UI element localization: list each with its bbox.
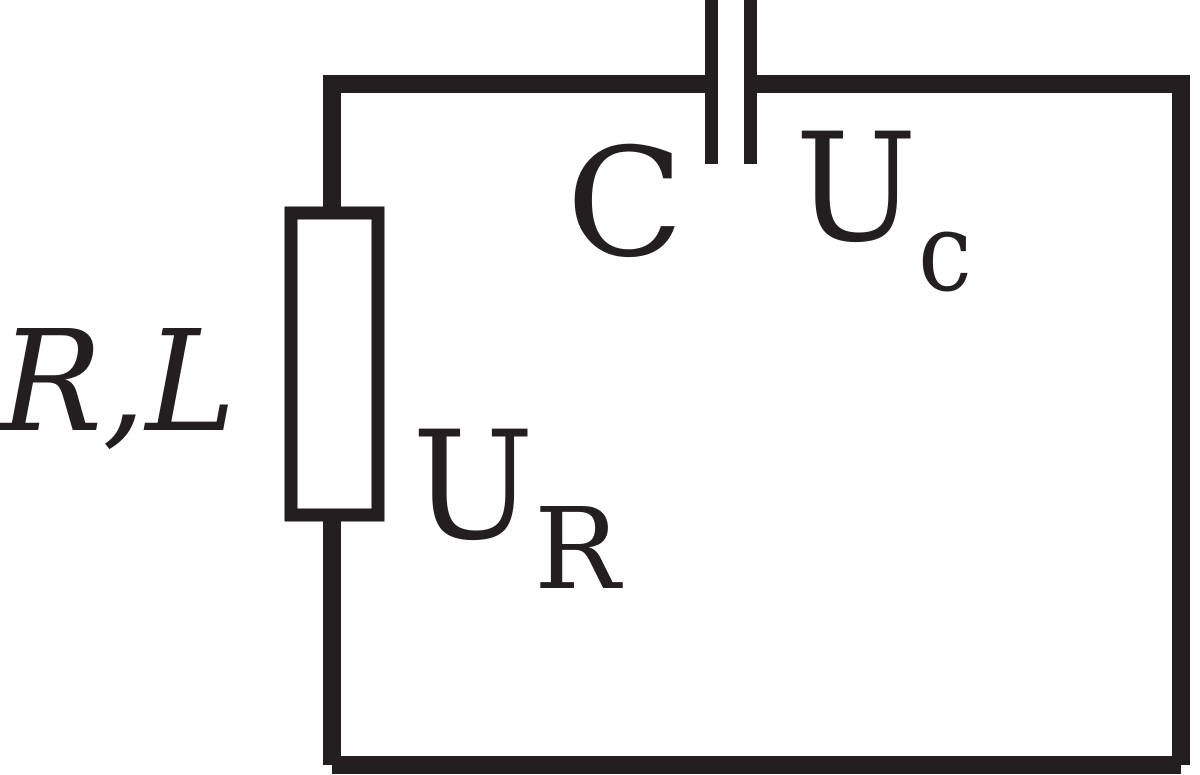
voltage-c-main-label: U xyxy=(795,102,917,276)
voltage-r-main-label: U xyxy=(412,400,534,574)
voltage-r-subscript-label: R xyxy=(534,485,624,615)
resistor-element xyxy=(284,206,385,522)
capacitor-plate-right xyxy=(744,0,757,164)
capacitor-plate-left xyxy=(705,0,718,164)
resistor-label: R,L xyxy=(0,301,236,464)
capacitor-label: C xyxy=(566,117,684,291)
voltage-c-subscript-label: c xyxy=(918,188,972,316)
wire-top-left xyxy=(323,75,714,215)
wire-top-right-and-right xyxy=(750,75,1190,765)
